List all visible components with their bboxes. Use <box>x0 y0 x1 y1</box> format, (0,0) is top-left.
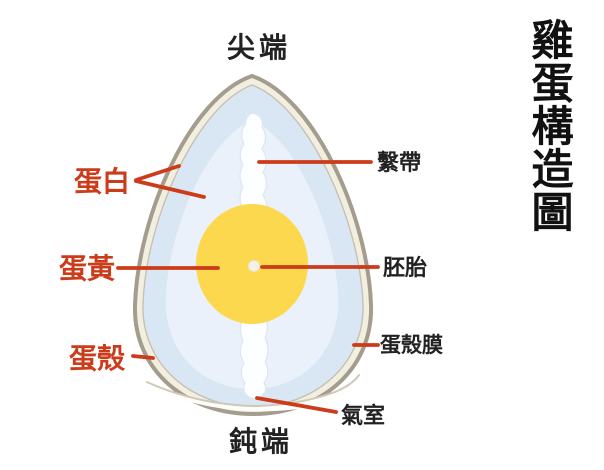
embryo-dot <box>248 260 260 272</box>
egg-white-leader-line-lower <box>134 179 206 199</box>
tip-end-label: 尖端 <box>227 32 292 63</box>
leader-lines <box>116 160 380 414</box>
diagram-title: 雞蛋構造圖 <box>525 18 571 233</box>
blunt-end-label: 鈍端 <box>229 426 294 457</box>
air-cell-boundary-line <box>146 374 360 408</box>
chalaza-label: 繫帶 <box>377 150 422 175</box>
shell-membrane-label: 蛋殼膜 <box>380 334 443 357</box>
shell-label: 蛋殼 <box>69 343 126 374</box>
embryo-label: 胚胎 <box>383 255 428 280</box>
egg-white-label: 蛋白 <box>74 166 131 197</box>
air-cell-leader-line <box>255 396 338 414</box>
yolk-label: 蛋黃 <box>59 253 116 284</box>
egg-white-leader-line-upper <box>134 164 181 182</box>
shell-leader-line <box>131 354 155 360</box>
air-cell-label: 氣室 <box>341 403 386 428</box>
air-cell-shape <box>147 375 359 412</box>
